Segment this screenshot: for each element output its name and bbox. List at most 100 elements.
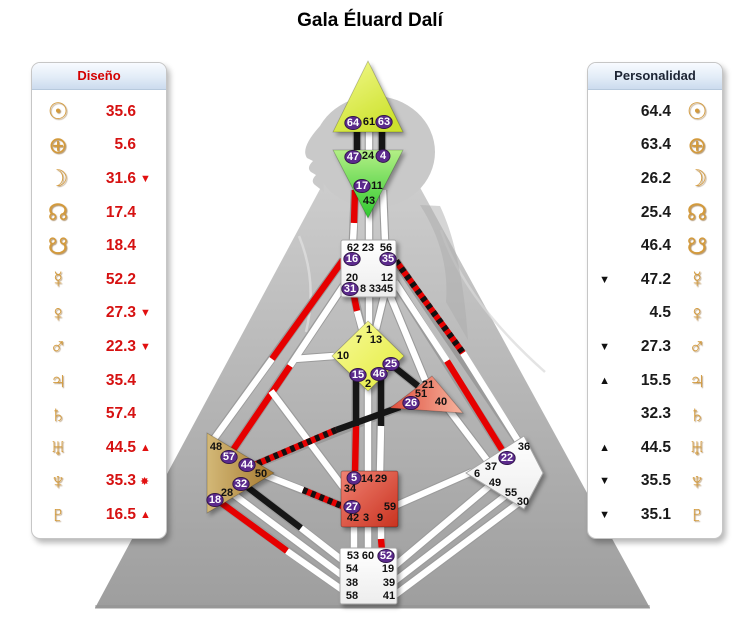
gate-43[interactable]: 43	[363, 195, 375, 207]
gate-45[interactable]: 45	[381, 283, 393, 295]
gate-6[interactable]: 6	[474, 468, 480, 480]
gate-52[interactable]: 52	[380, 550, 392, 562]
gate-46[interactable]: 46	[373, 368, 385, 380]
gate-44[interactable]: 44	[241, 459, 254, 471]
design-row-pluto[interactable]: ♇ 16.5 ▲	[38, 498, 158, 532]
gate-31[interactable]: 31	[344, 283, 356, 295]
personality-jupiter-arrow: ▲	[599, 374, 610, 387]
design-row-mars[interactable]: ♂ 22.3 ▼	[38, 330, 158, 364]
gate-40[interactable]: 40	[435, 396, 447, 408]
personality-row-neptune[interactable]: ▼ 35.5 ♆	[594, 465, 714, 499]
personality-panel-rows: 64.4 ☉ 63.4 ⊕ 26.2 ☽ 25.4 ☊ 46.4 ☋	[588, 90, 722, 536]
gate-1[interactable]: 1	[366, 324, 372, 336]
personality-row-north-node[interactable]: 25.4 ☊	[594, 196, 714, 230]
personality-earth-value: 63.4	[640, 136, 671, 154]
gate-4[interactable]: 4	[380, 150, 387, 162]
personality-row-uranus[interactable]: ▲ 44.5 ♅	[594, 431, 714, 465]
design-row-jupiter[interactable]: ♃ 35.4	[38, 364, 158, 398]
design-row-mercury[interactable]: ☿ 52.2	[38, 263, 158, 297]
gate-60[interactable]: 60	[362, 550, 374, 562]
gate-61[interactable]: 61	[363, 116, 375, 128]
gate-48[interactable]: 48	[210, 441, 222, 453]
gate-12[interactable]: 12	[381, 272, 393, 284]
gate-19[interactable]: 19	[382, 563, 394, 575]
gate-18[interactable]: 18	[209, 494, 221, 506]
gate-34[interactable]: 34	[344, 483, 357, 495]
gate-9[interactable]: 9	[377, 512, 383, 524]
personality-row-mars[interactable]: ▼ 27.3 ♂	[594, 330, 714, 364]
gate-42[interactable]: 42	[347, 512, 359, 524]
gate-2[interactable]: 2	[365, 378, 371, 390]
gate-28[interactable]: 28	[221, 487, 233, 499]
gate-51[interactable]: 51	[415, 388, 427, 400]
gate-20[interactable]: 20	[346, 272, 358, 284]
personality-row-moon[interactable]: 26.2 ☽	[594, 162, 714, 196]
gate-39[interactable]: 39	[383, 577, 395, 589]
gate-63[interactable]: 63	[378, 116, 390, 128]
gate-3[interactable]: 3	[363, 512, 369, 524]
gate-64[interactable]: 64	[347, 117, 360, 129]
gate-11[interactable]: 11	[371, 180, 383, 192]
gate-27[interactable]: 27	[346, 501, 358, 513]
gate-15[interactable]: 15	[352, 369, 364, 381]
gate-23[interactable]: 23	[362, 242, 374, 254]
design-row-moon[interactable]: ☽ 31.6 ▼	[38, 162, 158, 196]
gate-64-activation	[344, 115, 362, 131]
gate-55[interactable]: 55	[505, 487, 517, 499]
personality-row-venus[interactable]: 4.5 ♀	[594, 297, 714, 331]
gate-30[interactable]: 30	[517, 496, 529, 508]
gate-7[interactable]: 7	[356, 334, 362, 346]
design-row-saturn[interactable]: ♄ 57.4	[38, 397, 158, 431]
personality-row-sun[interactable]: 64.4 ☉	[594, 95, 714, 129]
gate-16[interactable]: 16	[346, 253, 358, 265]
personality-row-earth[interactable]: 63.4 ⊕	[594, 129, 714, 163]
gate-32[interactable]: 32	[235, 478, 247, 490]
gate-29[interactable]: 29	[375, 473, 387, 485]
design-row-sun[interactable]: ☉ 35.6	[38, 95, 158, 129]
gate-37[interactable]: 37	[485, 461, 497, 473]
personality-row-mercury[interactable]: ▼ 47.2 ☿	[594, 263, 714, 297]
gate-50[interactable]: 50	[255, 468, 267, 480]
head-center[interactable]	[332, 60, 404, 133]
design-row-south-node[interactable]: ☋ 18.4	[38, 229, 158, 263]
solar-plexus-center[interactable]	[465, 435, 544, 510]
gate-22[interactable]: 22	[501, 452, 513, 464]
personality-row-south-node[interactable]: 46.4 ☋	[594, 229, 714, 263]
personality-row-pluto[interactable]: ▼ 35.1 ♇	[594, 498, 714, 532]
design-sun-value: 35.6	[105, 102, 136, 120]
gate-62[interactable]: 62	[347, 242, 359, 254]
south-node-icon: ☋	[686, 232, 708, 259]
gate-47[interactable]: 47	[347, 151, 359, 163]
personality-uranus-arrow: ▲	[599, 441, 610, 454]
gate-56[interactable]: 56	[380, 242, 392, 254]
gate-53[interactable]: 53	[347, 550, 359, 562]
gate-35[interactable]: 35	[382, 253, 394, 265]
gate-21[interactable]: 21	[422, 379, 434, 391]
gate-38[interactable]: 38	[346, 577, 358, 589]
gate-17[interactable]: 17	[356, 180, 368, 192]
gate-33[interactable]: 33	[369, 283, 381, 295]
gate-10[interactable]: 10	[337, 350, 349, 362]
gate-24[interactable]: 24	[362, 150, 375, 162]
gate-14[interactable]: 14	[361, 473, 374, 485]
personality-row-jupiter[interactable]: ▲ 15.5 ♃	[594, 364, 714, 398]
gate-58[interactable]: 58	[346, 590, 358, 602]
gate-8[interactable]: 8	[360, 283, 366, 295]
gate-59[interactable]: 59	[384, 501, 396, 513]
gate-57[interactable]: 57	[223, 451, 235, 463]
gate-27-activation	[343, 499, 361, 515]
gate-36[interactable]: 36	[518, 441, 530, 453]
gate-26[interactable]: 26	[405, 397, 417, 409]
gate-13[interactable]: 13	[370, 334, 382, 346]
design-row-north-node[interactable]: ☊ 17.4	[38, 196, 158, 230]
gate-41[interactable]: 41	[383, 590, 395, 602]
design-row-neptune[interactable]: ♆ 35.3 ✸	[38, 465, 158, 499]
gate-54[interactable]: 54	[346, 563, 359, 575]
gate-5[interactable]: 5	[351, 472, 357, 484]
personality-row-saturn[interactable]: 32.3 ♄	[594, 397, 714, 431]
gate-25[interactable]: 25	[385, 358, 397, 370]
design-row-uranus[interactable]: ♅ 44.5 ▲	[38, 431, 158, 465]
design-row-venus[interactable]: ♀ 27.3 ▼	[38, 297, 158, 331]
gate-49[interactable]: 49	[489, 477, 501, 489]
design-row-earth[interactable]: ⊕ 5.6	[38, 129, 158, 163]
